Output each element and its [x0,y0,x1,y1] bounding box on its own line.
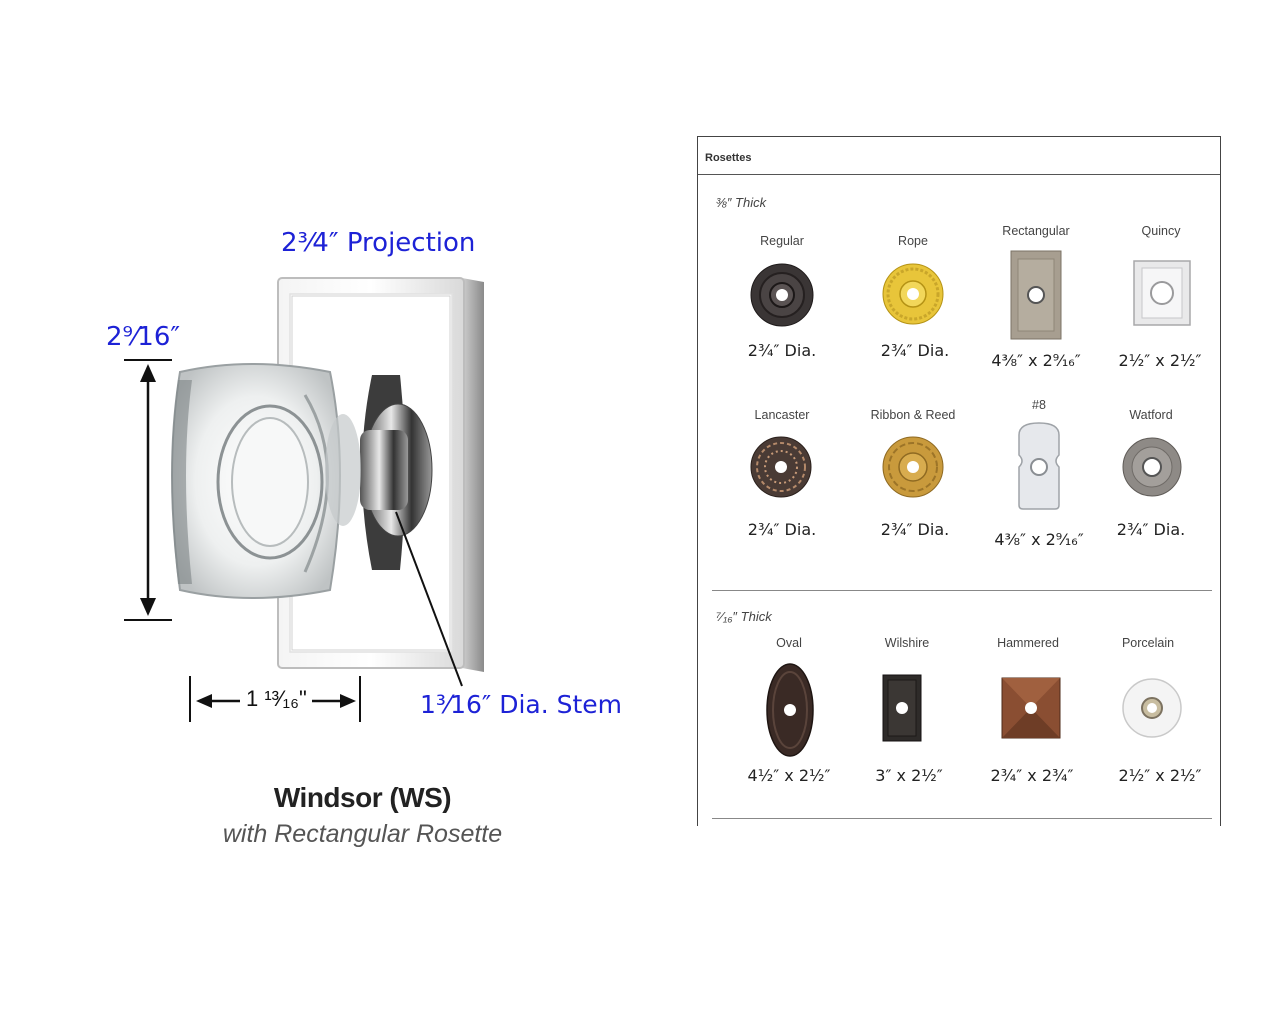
windsor-knob-illustration [124,277,484,722]
rosette-name-lancaster: Lancaster [754,408,810,422]
regular-rosette-icon[interactable] [749,262,815,328]
number-8-rosette-icon[interactable] [1011,421,1067,511]
wilshire-rosette-icon[interactable] [881,673,923,743]
section-label-7-16-thick: ⁷⁄₁₆″ Thick [716,609,772,624]
section-divider-bottom [712,818,1212,819]
watford-rosette-icon[interactable] [1121,436,1183,498]
stem-dimension: 1³⁄16″ Dia. Stem [420,690,623,719]
rosette-size-regular: 2¾″ Dia. [747,341,817,360]
rosette-size-hammered: 2¾″ x 2¾″ [990,766,1074,785]
rosette-size-number-8: 4⅜″ x 2⁹⁄₁₆″ [994,530,1084,549]
rosette-name-rope: Rope [898,234,928,248]
rosette-size-lancaster: 2¾″ Dia. [747,520,817,539]
rosette-name-hammered: Hammered [997,636,1059,650]
rosette-size-oval: 4½″ x 2½″ [747,766,831,785]
rosette-name-oval: Oval [776,636,802,650]
rosette-size-watford: 2¾″ Dia. [1116,520,1186,539]
rosette-size-ribbon-reed: 2¾″ Dia. [880,520,950,539]
rosette-name-porcelain: Porcelain [1121,636,1175,650]
projection-dimension: 2³⁄4″ Projection [281,228,476,258]
rosette-name-number-8: #8 [1032,398,1046,412]
rosettes-title: Rosettes [705,152,752,164]
height-dimension: 2⁹⁄16″ [106,322,181,352]
rosettes-panel: Rosettes ⅜″ Thick Regular 2¾″ Dia. Rope … [697,136,1221,826]
section-divider [712,590,1212,591]
section-label-3-8-thick: ⅜″ Thick [716,195,767,210]
quincy-rosette-icon[interactable] [1131,259,1195,329]
rope-rosette-icon[interactable] [881,262,945,326]
rosette-name-watford: Watford [1129,408,1173,422]
rosette-name-regular: Regular [760,234,804,248]
product-title: Windsor (WS) [273,782,452,813]
ribbon-reed-rosette-icon[interactable] [881,435,945,499]
product-subtitle: with Rectangular Rosette [222,820,503,848]
porcelain-rosette-icon[interactable] [1121,677,1183,739]
rosettes-header: Rosettes [698,137,1220,175]
rosette-size-rectangular: 4⅜″ x 2⁹⁄₁₆″ [991,351,1081,370]
rosette-size-wilshire: 3″ x 2½″ [875,766,943,785]
rosette-name-wilshire: Wilshire [884,636,930,650]
width-dimension: 1 ¹³⁄₁₆" [246,686,307,711]
rosette-size-porcelain: 2½″ x 2½″ [1118,766,1202,785]
oval-rosette-icon[interactable] [765,661,815,759]
hammered-rosette-icon[interactable] [1000,676,1062,740]
rosette-size-quincy: 2½″ x 2½″ [1118,351,1202,370]
lancaster-rosette-icon[interactable] [749,435,813,499]
rosette-name-ribbon-reed: Ribbon & Reed [870,408,956,422]
rosette-size-rope: 2¾″ Dia. [880,341,950,360]
rosette-name-rectangular: Rectangular [1002,224,1070,238]
rosette-name-quincy: Quincy [1141,224,1181,238]
rectangular-rosette-icon[interactable] [1008,249,1064,341]
